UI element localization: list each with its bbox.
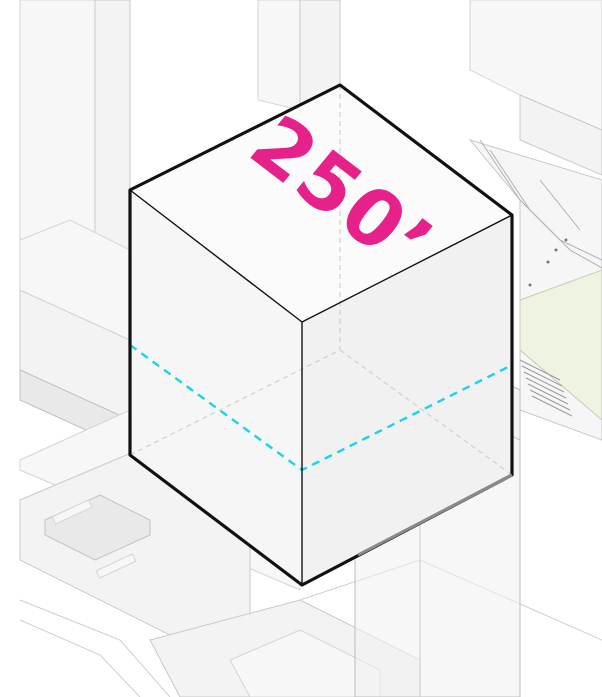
tower-center [258, 0, 300, 110]
curb-line-2 [20, 620, 140, 697]
